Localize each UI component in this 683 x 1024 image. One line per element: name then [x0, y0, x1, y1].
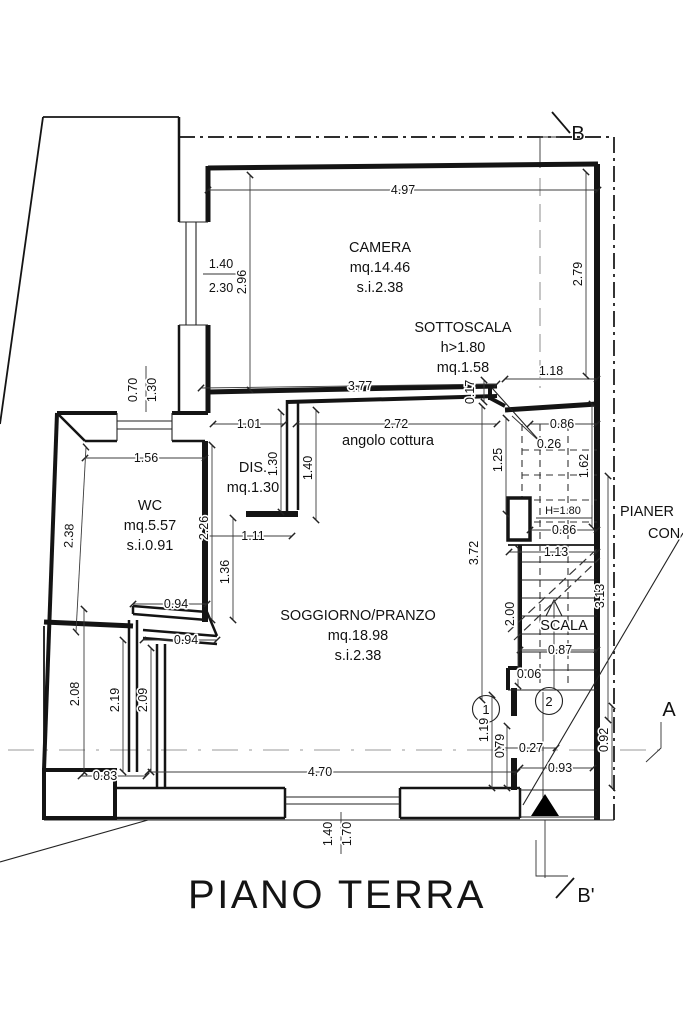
dim-step-lower: 0.94 — [174, 633, 198, 647]
section-marker-b-bottom: B' — [535, 840, 595, 907]
sottoscala-door-swing — [491, 387, 545, 447]
dim-left-height-inner: 2.09 — [136, 688, 150, 712]
camera-area: mq.14.46 — [350, 260, 410, 276]
exterior-walls — [42, 117, 600, 820]
dim-landing-width: 0.86 — [552, 523, 576, 537]
dim-camera-window-height: 2.30 — [209, 281, 233, 295]
section-label-a: A — [662, 699, 676, 721]
dim-wc-window-width: 0.70 — [126, 378, 140, 402]
dimension-texts: 4.97 1.18 3.77 1.01 2.72 0.86 0.26 1.56 … — [60, 181, 613, 847]
dim-kitchen-span: 3.77 — [348, 379, 372, 393]
dim-entry-left-height: 1.19 — [477, 718, 491, 742]
dim-entry-right-height: 0.92 — [597, 728, 611, 752]
dim-camera-width: 4.97 — [391, 183, 415, 197]
dim-sottoscala-jog: 0.17 — [463, 380, 477, 404]
section-label-b-prime: B' — [577, 885, 594, 907]
camera-label: CAMERA — [349, 240, 411, 256]
dimension-lines — [72, 168, 616, 854]
dim-entry-width: 0.93 — [548, 761, 572, 775]
entrance-arrow — [531, 794, 559, 878]
soggiorno-area: mq.18.98 — [328, 628, 388, 644]
scala-label: SCALA — [540, 618, 588, 634]
dim-wc-window-height: 1.30 — [145, 378, 159, 402]
section-marker-b-top: B — [540, 111, 585, 145]
stair-ref-2-number: 2 — [545, 694, 552, 709]
dim-stair-total-height: 3.13 — [593, 584, 607, 608]
adjacent-building-outline — [0, 116, 614, 863]
dim-entry-jog: 0.27 — [519, 741, 543, 755]
dim-soggiorno-width: 4.70 — [308, 765, 332, 779]
dim-left-height-outer: 2.08 — [68, 682, 82, 706]
dim-wc-right-height: 2.26 — [197, 516, 211, 540]
soggiorno-si: s.i.2.38 — [335, 648, 382, 664]
stair-ref-1: 1 — [471, 694, 501, 724]
wc-window — [116, 413, 173, 441]
scala-height-note: H=1.80 — [545, 505, 581, 517]
dim-camera-height-left: 2.96 — [235, 270, 249, 294]
room-labels: CAMERA mq.14.46 s.i.2.38 SOTTOSCALA h>1.… — [122, 238, 682, 665]
wc-area: mq.5.57 — [124, 518, 176, 534]
dim-passage-height: 1.36 — [218, 560, 232, 584]
dim-window-span: 1.70 — [340, 822, 354, 846]
dim-bottom-left-width: 0.83 — [93, 769, 117, 783]
dim-dis-wall-left: 1.30 — [266, 452, 280, 476]
stair-landing-box — [506, 496, 593, 542]
sottoscala-label: SOTTOSCALA — [414, 320, 512, 336]
stair-break-line — [507, 547, 601, 641]
section-label-b: B — [571, 123, 584, 145]
dim-dis-wall-right: 1.40 — [301, 456, 315, 480]
dis-label: DIS. — [239, 460, 267, 476]
angolo-cottura-label: angolo cottura — [342, 433, 435, 449]
camera-si: s.i.2.38 — [357, 280, 404, 296]
wc-si: s.i.0.91 — [127, 538, 174, 554]
dim-soggiorno-height: 3.72 — [467, 541, 481, 565]
section-marker-a-right: A — [645, 699, 676, 763]
dim-stair-right-upper: 1.62 — [577, 454, 591, 478]
dim-stair-upper-height: 1.25 — [491, 448, 505, 472]
dim-landing-width2: 1.13 — [544, 545, 568, 559]
wc-label: WC — [138, 498, 162, 514]
drawing-title: PIANO TERRA — [188, 873, 486, 917]
stair-ref-2: 2 — [534, 686, 564, 716]
dim-hall-width: 1.01 — [237, 417, 261, 431]
dim-camera-height-right: 2.79 — [571, 262, 585, 286]
stair-direction-arrow — [545, 598, 563, 688]
dim-step-upper: 0.94 — [164, 597, 188, 611]
dim-wc-top-width: 1.56 — [134, 451, 158, 465]
dim-stair-mid-height: 2.00 — [503, 602, 517, 626]
edge-text-line1: PIANER — [620, 504, 674, 520]
dim-entry-inner-height: 0.79 — [493, 734, 507, 758]
edge-text-line2: CON — [648, 526, 680, 542]
sottoscala-height: h>1.80 — [441, 340, 486, 356]
dim-stair-top-width: 0.86 — [550, 417, 574, 431]
dim-window-width: 1.40 — [321, 822, 335, 846]
dim-left-height-mid: 2.19 — [108, 688, 122, 712]
dim-camera-window-width: 1.40 — [209, 257, 233, 271]
dim-scala-width: 0.87 — [548, 643, 572, 657]
dim-wc-diagonal: 2.38 — [61, 523, 76, 548]
dis-area: mq.1.30 — [227, 480, 279, 496]
stair-ref-1-number: 1 — [482, 702, 489, 717]
dim-dis-bottom: 1.11 — [241, 529, 264, 543]
camera-window — [179, 221, 208, 326]
interior-walls — [43, 383, 598, 818]
dim-door-clear: 0.26 — [537, 437, 561, 451]
soggiorno-window — [285, 796, 400, 805]
property-boundary-dashdot — [179, 136, 615, 820]
soggiorno-label: SOGGIORNO/PRANZO — [280, 608, 436, 624]
dim-step-jog: 0.06 — [517, 667, 541, 681]
dim-sottoscala-width: 1.18 — [539, 364, 563, 378]
sottoscala-area: mq.1.58 — [437, 360, 489, 376]
terrain-section-diagonal — [522, 532, 683, 806]
dim-kitchen-width: 2.72 — [384, 417, 408, 431]
